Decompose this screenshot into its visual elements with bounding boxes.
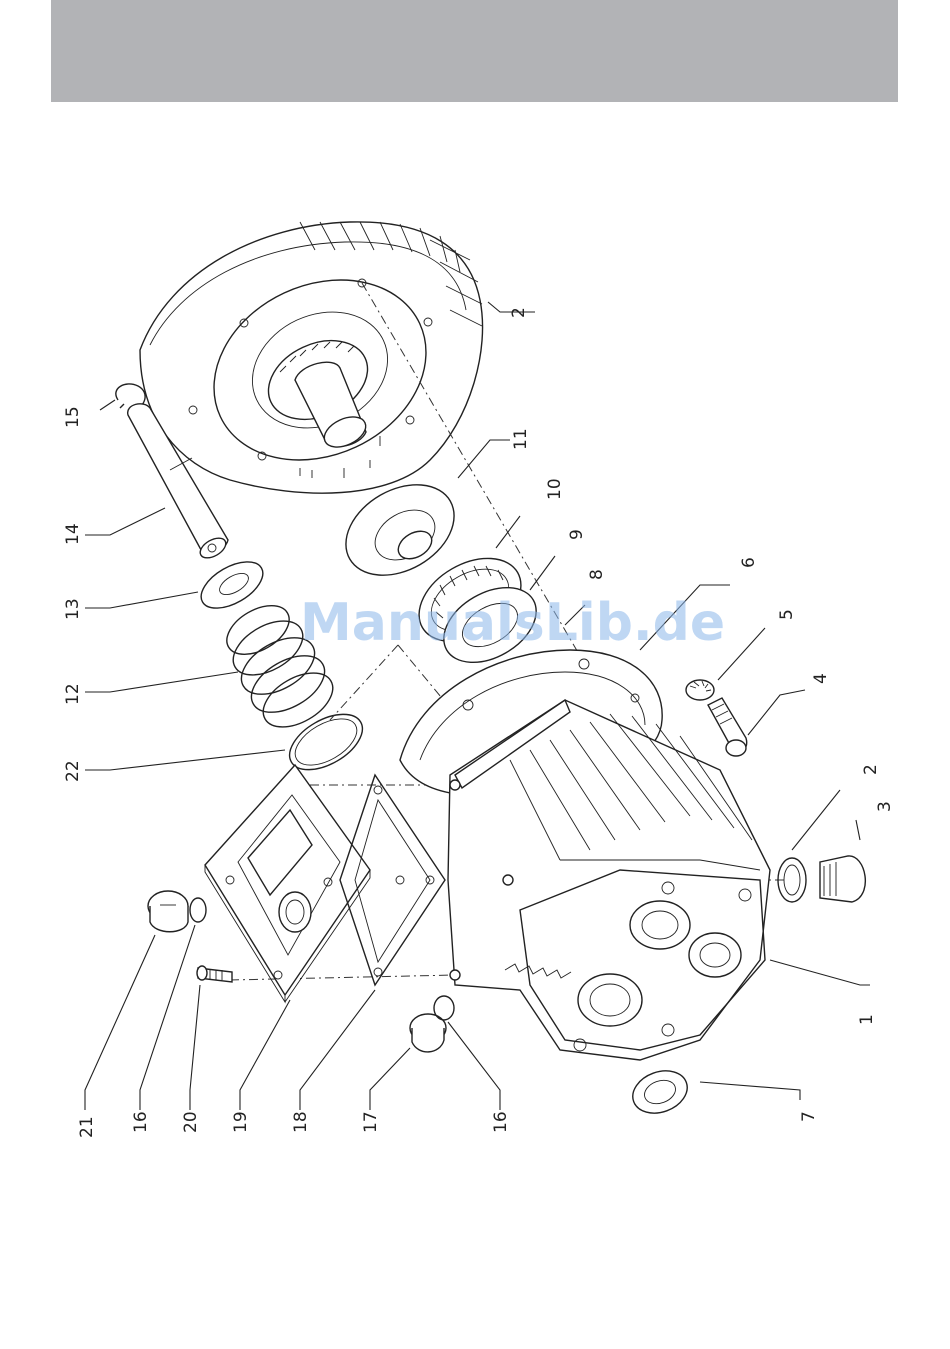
seal-ring-top bbox=[190, 898, 206, 922]
callout-7: 7 bbox=[799, 1111, 819, 1122]
callout-14: 14 bbox=[63, 523, 83, 545]
callout-17: 17 bbox=[361, 1111, 381, 1133]
cap-screw bbox=[197, 966, 232, 982]
callout-11: 11 bbox=[511, 428, 531, 450]
callout-22: 22 bbox=[63, 760, 83, 782]
callout-2-motor: 2 bbox=[509, 307, 529, 318]
plug-right bbox=[820, 856, 865, 902]
pump-housing bbox=[448, 700, 770, 1060]
callout-19: 19 bbox=[231, 1111, 251, 1133]
callout-3: 3 bbox=[875, 801, 895, 812]
callout-15: 15 bbox=[63, 406, 83, 428]
threaded-plug-bottom bbox=[627, 1064, 693, 1121]
callout-16-side: 16 bbox=[491, 1111, 511, 1133]
callout-12: 12 bbox=[63, 683, 83, 705]
callout-8: 8 bbox=[587, 569, 607, 580]
watermark-logo: ManualsLib.de bbox=[300, 593, 725, 653]
callout-21: 21 bbox=[77, 1116, 97, 1138]
callout-16-top: 16 bbox=[131, 1111, 151, 1133]
callout-2-seal: 2 bbox=[861, 764, 881, 775]
callout-13: 13 bbox=[63, 598, 83, 620]
callout-20: 20 bbox=[181, 1111, 201, 1133]
callout-4: 4 bbox=[811, 673, 831, 684]
hex-socket-screw bbox=[708, 698, 747, 756]
lock-washer bbox=[686, 680, 714, 700]
callout-10: 10 bbox=[545, 478, 565, 500]
callout-1: 1 bbox=[857, 1014, 877, 1025]
threaded-rod bbox=[128, 404, 229, 562]
callout-9: 9 bbox=[567, 529, 587, 540]
callout-6: 6 bbox=[739, 557, 759, 568]
cover-plate bbox=[205, 765, 370, 1002]
seal-ring-side bbox=[434, 996, 454, 1020]
callout-18: 18 bbox=[291, 1111, 311, 1133]
callout-5: 5 bbox=[777, 609, 797, 620]
motor-flange bbox=[140, 222, 483, 494]
vent-plug-top bbox=[148, 891, 188, 932]
